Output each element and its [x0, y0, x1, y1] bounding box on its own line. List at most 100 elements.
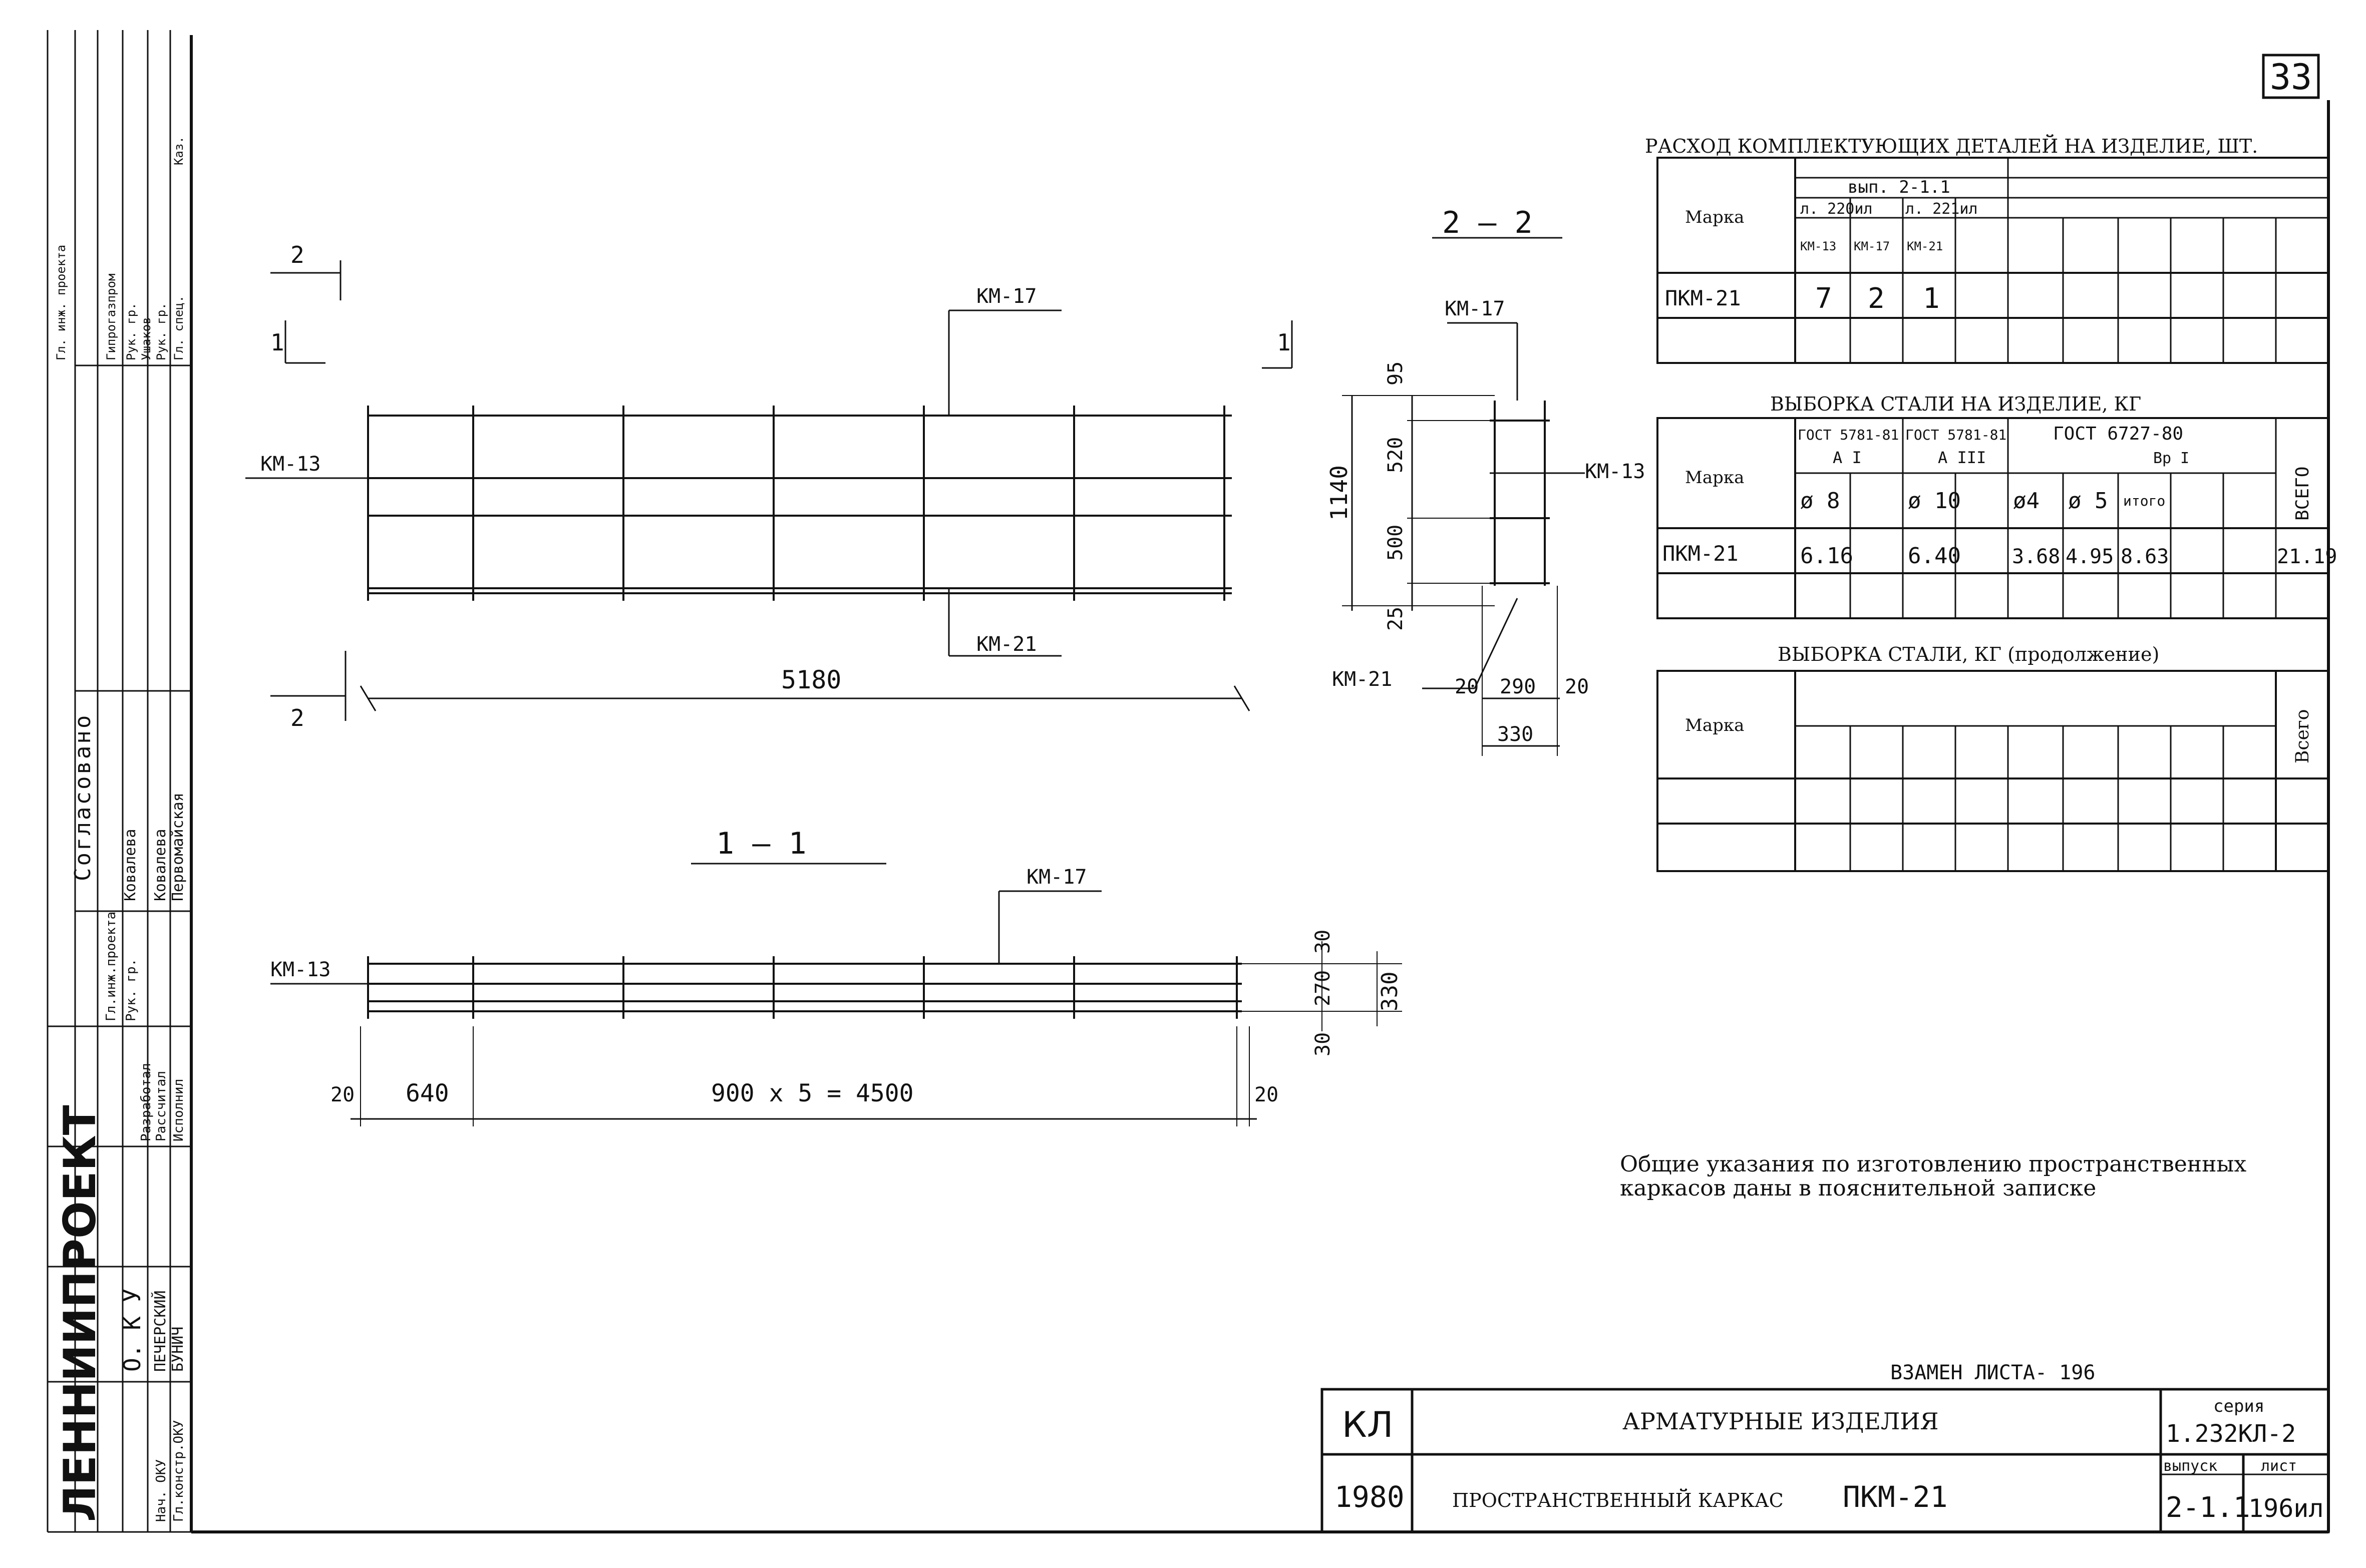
section-2-2-title: 2 — 2: [1442, 205, 1533, 240]
dim-20-left: 20: [1455, 675, 1479, 698]
table1-issue: вып. 2-1.1: [1848, 177, 1950, 197]
table2-val-vr-total: 8.63: [2121, 545, 2169, 568]
section11-label-km17: КМ-17: [1027, 866, 1087, 889]
product-mark: ПКМ-21: [1843, 1480, 1948, 1514]
note-line-2: каркасов даны в пояснительной записке: [1620, 1175, 2096, 1201]
section-label-km13: КМ-13: [1585, 460, 1645, 483]
table2-row-mark: ПКМ-21: [1662, 541, 1739, 566]
table2-diam-8: ø 8: [1800, 488, 1840, 514]
table2-gost-2: ГОСТ 5781-81: [1905, 427, 2006, 443]
department: О. К У: [119, 1289, 146, 1372]
cut-label-1-left: 1: [270, 329, 284, 356]
table2-val-a1-8: 6.16: [1800, 543, 1853, 569]
table2-total-header: ВСЕГО: [2292, 467, 2313, 521]
replaces-sheet: ВЗАМЕН ЛИСТА- 196: [1890, 1361, 2095, 1384]
scribble-6: Гл. спец.: [172, 295, 186, 360]
role-head-oku: Нач. ОКУ: [154, 1459, 169, 1522]
series-value: 1.232КЛ-2: [2166, 1420, 2296, 1448]
dim-330-side: 330: [1377, 972, 1403, 1011]
dim-25: 25: [1384, 607, 1407, 631]
sheet-label: лист: [2261, 1457, 2297, 1475]
dim-20-end-right: 20: [1254, 1083, 1278, 1106]
table1-row-mark: ПКМ-21: [1665, 286, 1741, 310]
drawing-subtitle: ПРОСТРАНСТВЕННЫЙ КАРКАС: [1452, 1489, 1784, 1511]
section-label-km21: КМ-21: [1332, 668, 1392, 691]
table2-diam-10: ø 10: [1908, 488, 1961, 514]
issue-value: 2-1.1: [2166, 1491, 2250, 1524]
table1-val-km21: 1: [1923, 282, 1940, 315]
cut-label-2-bottom: 2: [290, 704, 304, 731]
table1-sheet-220: л. 220ил: [1800, 200, 1873, 218]
project-year: 1980: [1334, 1480, 1405, 1514]
cut-label-1-right: 1: [1277, 329, 1291, 356]
role-group-lead: Рук. гр.: [124, 959, 139, 1021]
scribble-7: Каз.: [172, 136, 186, 165]
name-4: ПЕЧЕРСКИЙ: [151, 1290, 169, 1372]
scribble-4: Ушаков: [139, 317, 153, 360]
table1-val-km17: 2: [1868, 282, 1885, 315]
org-name: ЛЕННИИПРОЕКТ: [54, 1105, 106, 1522]
dim-330: 330: [1497, 723, 1533, 746]
section-2-2: [1342, 237, 1585, 756]
table2-val-grand-total: 21.19: [2277, 545, 2337, 568]
table3-total-header: Всего: [2292, 709, 2313, 763]
approval-label: Согласовано: [70, 713, 96, 881]
dim-640: 640: [406, 1079, 449, 1107]
series-label: серия: [2213, 1396, 2264, 1416]
dim-900x5: 900 x 5 = 4500: [711, 1079, 914, 1107]
plan-view: [245, 260, 1293, 721]
table1-title: РАСХОД КОМПЛЕКТУЮЩИХ ДЕТАЛЕЙ НА ИЗДЕЛИЕ,…: [1645, 135, 2258, 157]
general-note: Общие указания по изготовлению пространс…: [1620, 1151, 2246, 1201]
table-components-text: РАСХОД КОМПЛЕКТУЮЩИХ ДЕТАЛЕЙ НА ИЗДЕЛИЕ,…: [1645, 135, 2258, 315]
section-label-km17: КМ-17: [1445, 297, 1505, 320]
dim-1140: 1140: [1325, 465, 1353, 521]
scribble-5: Рук. гр.: [154, 302, 168, 360]
plan-label-km13: КМ-13: [260, 453, 320, 476]
name-1: Ковалева: [122, 829, 139, 902]
sheet-number: 33: [2270, 57, 2312, 98]
table2-diam-5: ø 5: [2068, 488, 2108, 514]
section-1-1: [270, 863, 1402, 1126]
plan-label-km17: КМ-17: [976, 285, 1037, 308]
dim-520: 520: [1384, 437, 1407, 473]
dim-290: 290: [1500, 675, 1536, 698]
table3-mark-header: Марка: [1685, 715, 1744, 735]
table2-total-sub: итого: [2123, 493, 2165, 509]
table-steel-continued-text: ВЫБОРКА СТАЛИ, КГ (продолжение) Марка Вс…: [1685, 643, 2313, 763]
dim-500: 500: [1384, 525, 1407, 561]
table1-col-km17: КМ-17: [1854, 239, 1890, 253]
plan-label-km21: КМ-21: [976, 633, 1037, 656]
stamp-scribbles: Гл. инж. проекта Гипрогазпром Рук. гр. У…: [54, 136, 186, 360]
table2-class-1: А I: [1833, 448, 1862, 467]
table2-val-vr-5: 4.95: [2066, 545, 2114, 568]
name-5: БУНИЧ: [169, 1327, 187, 1372]
dim-30-top: 30: [1311, 930, 1334, 954]
plan-view-labels: 2 2 1 1 КМ-13 КМ-17 КМ-21 5180: [260, 241, 1291, 731]
issue-label: выпуск: [2163, 1457, 2217, 1475]
name-2: Ковалева: [152, 829, 169, 902]
table2-title: ВЫБОРКА СТАЛИ НА ИЗДЕЛИЕ, КГ: [1770, 393, 2141, 415]
project-code: КЛ: [1342, 1404, 1393, 1445]
section-2-2-labels: 2 — 2 КМ-17 КМ-13 КМ-21 95 520 500 25 11…: [1325, 205, 1645, 746]
cut-label-2-top: 2: [290, 241, 304, 268]
table3-title: ВЫБОРКА СТАЛИ, КГ (продолжение): [1778, 643, 2159, 665]
left-stamp: [47, 30, 191, 1533]
table1-sheet-221: л. 221ил: [1905, 200, 1978, 218]
dim-30-bottom: 30: [1311, 1032, 1334, 1056]
title-block-text: ВЗАМЕН ЛИСТА- 196 КЛ 1980 АРМАТУРНЫЕ ИЗД…: [1334, 1361, 2324, 1524]
title-block: [1320, 1388, 2330, 1533]
table-steel-text: ВЫБОРКА СТАЛИ НА ИЗДЕЛИЕ, КГ Марка ГОСТ …: [1662, 393, 2337, 569]
role-executed: Исполнил: [171, 1079, 186, 1141]
table1-col-km21: КМ-21: [1907, 239, 1943, 253]
table-components: [1656, 157, 2329, 364]
dim-20-right: 20: [1565, 675, 1589, 698]
table2-class-3: Вр I: [2153, 450, 2189, 467]
table2-class-2: А III: [1938, 448, 1986, 467]
table2-val-vr-4: 3.68: [2012, 545, 2060, 568]
table2-gost-3: ГОСТ 6727-80: [2053, 424, 2183, 444]
scribble-1: Гл. инж. проекта: [54, 245, 68, 360]
sheet-number-box: 33: [2262, 54, 2320, 99]
dim-20-end-left: 20: [330, 1083, 355, 1106]
plan-length-dim: 5180: [781, 665, 841, 694]
